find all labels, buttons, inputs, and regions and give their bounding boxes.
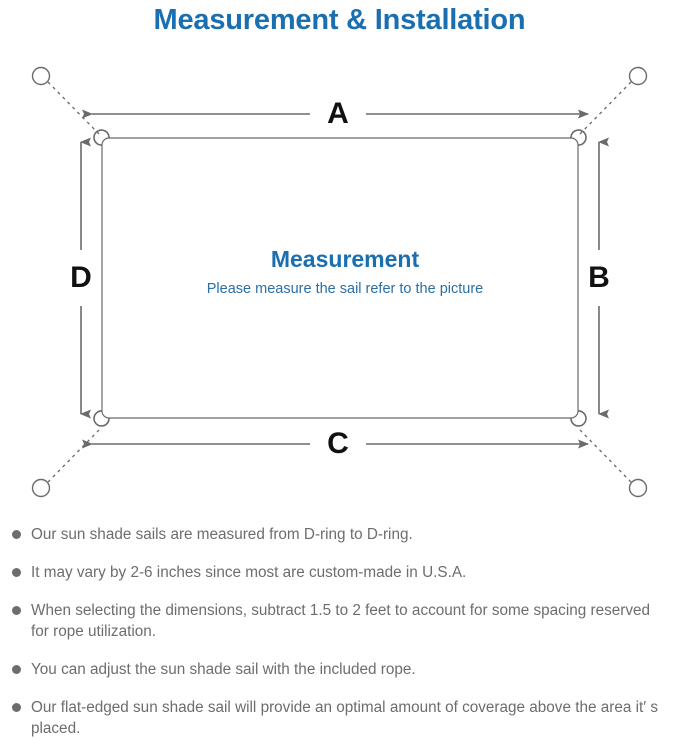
dimension-c-label: C bbox=[327, 427, 349, 460]
d-ring-top-right-icon bbox=[570, 129, 587, 146]
list-item: Our sun shade sails are measured from D-… bbox=[0, 524, 665, 545]
dimension-a-label: A bbox=[327, 97, 349, 130]
list-item-text: It may vary by 2-6 inches since most are… bbox=[31, 564, 467, 581]
dimension-c: C bbox=[82, 427, 589, 460]
list-item-text: You can adjust the sun shade sail with t… bbox=[31, 661, 416, 678]
list-item-text: Our flat-edged sun shade sail will provi… bbox=[31, 699, 659, 737]
dimension-d: D bbox=[70, 137, 92, 419]
sail-shape bbox=[101, 137, 579, 419]
measurement-diagram: A C D B Measurement Please measure the s… bbox=[0, 44, 679, 520]
rope-line-bottom-left bbox=[47, 429, 100, 483]
list-item: You can adjust the sun shade sail with t… bbox=[0, 659, 665, 680]
bullet-icon bbox=[12, 568, 21, 577]
anchor-points bbox=[31, 66, 648, 498]
rope-line-bottom-right bbox=[579, 429, 632, 483]
d-rings bbox=[93, 129, 587, 427]
d-ring-bottom-right-icon bbox=[570, 410, 587, 427]
list-item-text: Our sun shade sails are measured from D-… bbox=[31, 526, 413, 543]
d-ring-bottom-left-icon bbox=[93, 410, 110, 427]
bullet-icon bbox=[12, 665, 21, 674]
bullet-icon bbox=[12, 606, 21, 615]
dimension-d-label: D bbox=[70, 261, 92, 294]
anchor-point-bottom-left-icon bbox=[31, 478, 51, 498]
anchor-point-top-left-icon bbox=[31, 66, 51, 86]
list-item: Our flat-edged sun shade sail will provi… bbox=[0, 697, 665, 739]
bullet-icon bbox=[12, 703, 21, 712]
sail-title: Measurement bbox=[271, 246, 420, 272]
anchor-point-bottom-right-icon bbox=[628, 478, 648, 498]
notes-list: Our sun shade sails are measured from D-… bbox=[0, 524, 679, 739]
rope-line-top-right bbox=[579, 81, 632, 135]
dimension-a: A bbox=[82, 97, 589, 130]
list-item: When selecting the dimensions, subtract … bbox=[0, 600, 665, 642]
dimension-b: B bbox=[588, 137, 610, 419]
sail-subtitle: Please measure the sail refer to the pic… bbox=[207, 281, 483, 297]
dimension-b-label: B bbox=[588, 261, 610, 294]
list-item-text: When selecting the dimensions, subtract … bbox=[31, 602, 651, 640]
measurement-diagram-svg: A C D B Measurement Please measure the s… bbox=[31, 66, 648, 498]
anchor-point-top-right-icon bbox=[628, 66, 648, 86]
list-item: It may vary by 2-6 inches since most are… bbox=[0, 562, 665, 583]
rope-line-top-left bbox=[47, 81, 100, 135]
d-ring-top-left-icon bbox=[93, 129, 110, 146]
page-title: Measurement & Installation bbox=[153, 4, 526, 36]
bullet-icon bbox=[12, 530, 21, 539]
rope-lines bbox=[47, 81, 632, 483]
